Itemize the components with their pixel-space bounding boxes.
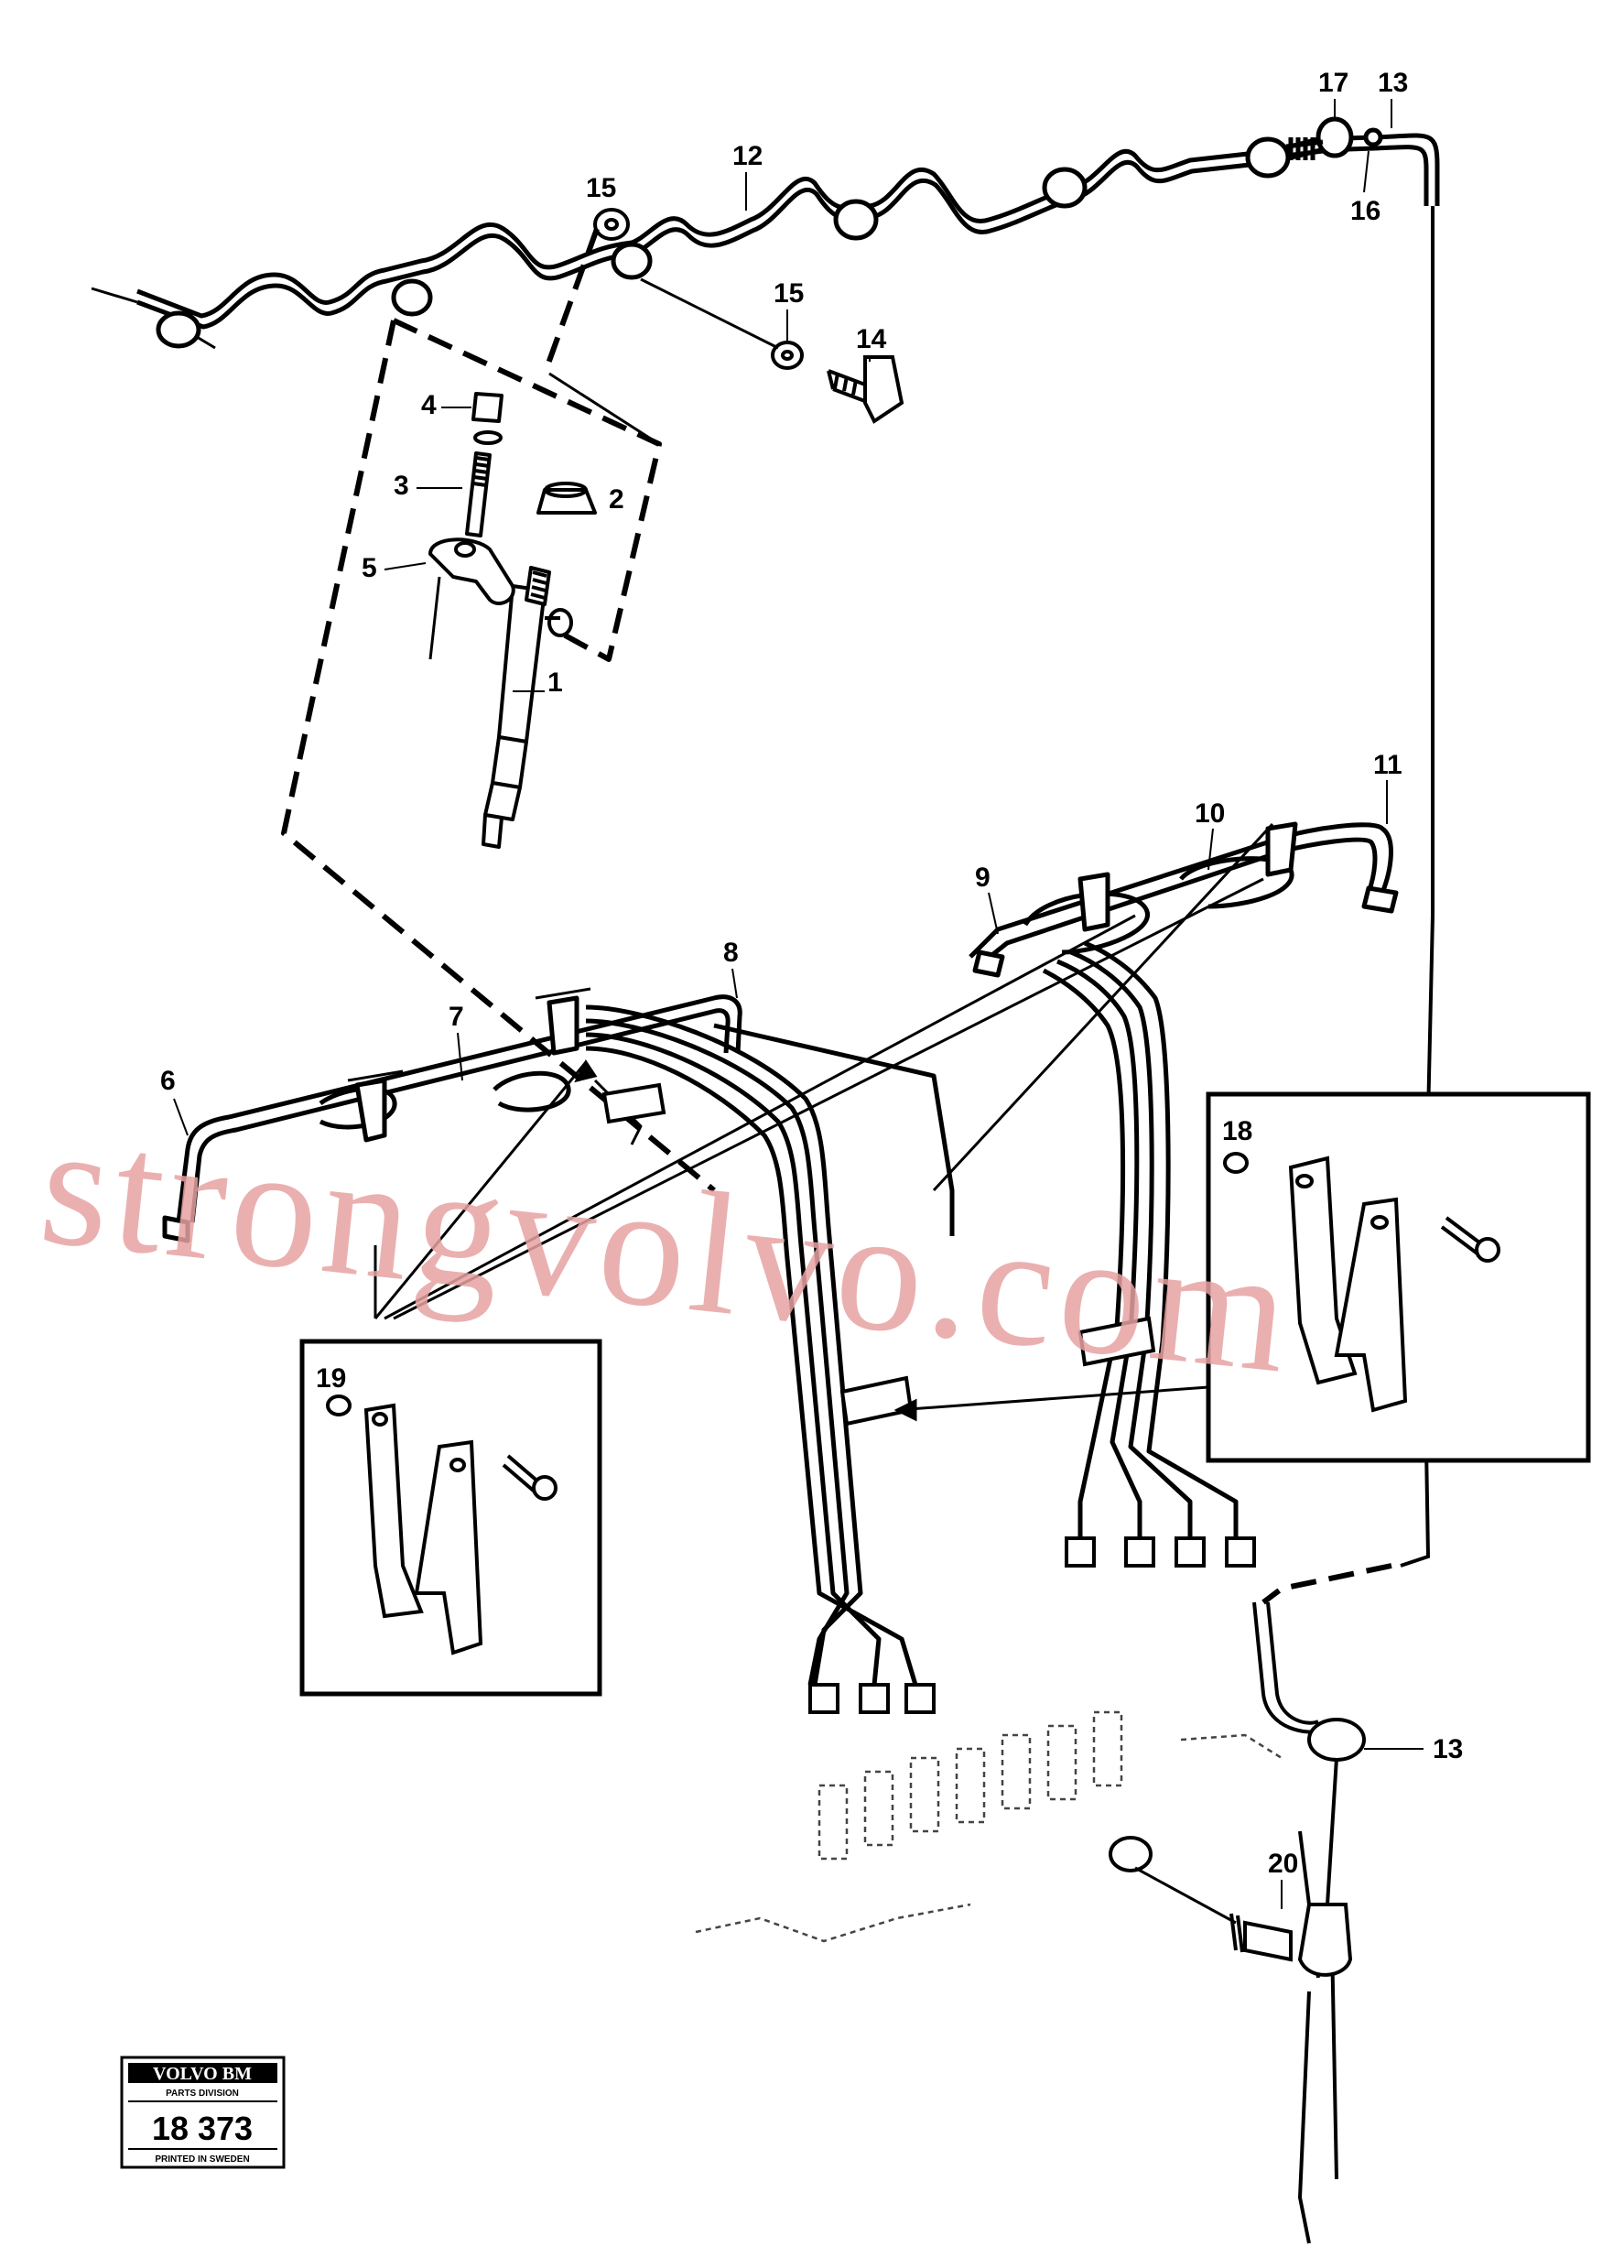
callout-12: 12 xyxy=(732,141,763,171)
callout-13-bottom: 13 xyxy=(1433,1734,1463,1764)
callout-9: 9 xyxy=(975,863,991,893)
callout-1: 1 xyxy=(547,667,563,698)
volvo-bm-stamp: VOLVO BM PARTS DIVISION 18 373 PRINTED I… xyxy=(120,2056,286,2169)
detail-box-19 xyxy=(299,1339,602,1697)
stamp-number: 18 373 xyxy=(152,2110,253,2147)
stamp-division: PARTS DIVISION xyxy=(166,2089,239,2099)
callout-15-top: 15 xyxy=(586,173,616,203)
callout-13-top: 13 xyxy=(1378,68,1408,98)
pressure-pipes-6-8 xyxy=(162,987,955,1686)
callout-4: 4 xyxy=(421,390,437,420)
callout-14: 14 xyxy=(856,324,887,354)
pipe-clamps xyxy=(601,1082,1156,1427)
callout-18: 18 xyxy=(1222,1116,1252,1146)
callout-8: 8 xyxy=(723,938,739,968)
callout-19: 19 xyxy=(316,1363,346,1394)
return-line-13 xyxy=(1109,206,1435,2244)
leader-arrows xyxy=(374,822,1274,1422)
callout-11: 11 xyxy=(1373,750,1402,780)
injector-assembly xyxy=(281,227,716,1193)
pressure-pipes-9-11 xyxy=(969,821,1399,1538)
callout-labels: 1 2 3 4 5 6 7 8 9 10 11 12 13 13 14 15 1… xyxy=(160,68,1463,1909)
callout-20: 20 xyxy=(1268,1849,1298,1879)
callout-10: 10 xyxy=(1195,798,1225,829)
injection-pump-outlets xyxy=(695,1710,1283,1943)
leak-off-line-12 xyxy=(91,116,1440,350)
callout-7: 7 xyxy=(449,1002,464,1032)
callout-5: 5 xyxy=(362,553,377,583)
callout-15-mid: 15 xyxy=(774,278,804,309)
banjo-bolt-14 xyxy=(593,208,904,424)
pipe-nuts xyxy=(808,1536,1256,1714)
callout-2: 2 xyxy=(609,484,624,515)
stamp-footer: PRINTED IN SWEDEN xyxy=(155,2154,249,2165)
stamp-brand: VOLVO BM xyxy=(153,2064,252,2084)
detail-box-18 xyxy=(1206,1091,1591,1463)
callout-16: 16 xyxy=(1350,196,1380,226)
callout-6: 6 xyxy=(160,1066,176,1096)
callout-17: 17 xyxy=(1318,68,1348,98)
callout-3: 3 xyxy=(394,471,409,501)
watermark: strongvolvo.com xyxy=(33,1088,1303,1410)
